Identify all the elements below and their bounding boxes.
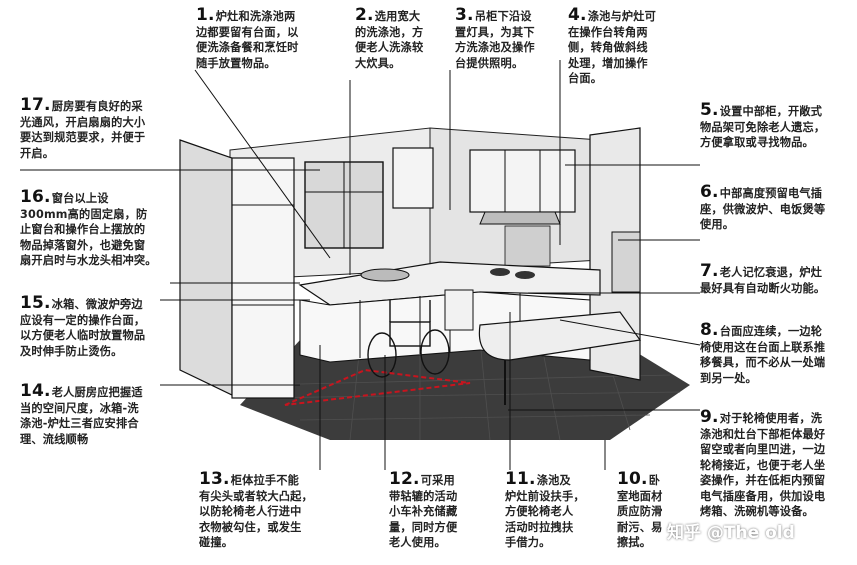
note-15: 15.冰箱、微波炉旁边 应设有一定的操作台面， 以方便老人临时放置物品 及时伸手… <box>20 293 146 358</box>
leader-lines <box>20 60 701 470</box>
work-triangle <box>284 368 471 406</box>
extended-table <box>478 311 642 361</box>
floor-tiles <box>249 332 681 441</box>
left-tall-cabinet <box>179 139 233 396</box>
rolling-cart <box>444 289 474 331</box>
note-1: 1.炉灶和洗涤池两 边都要留有台面，以 便洗涤备餐和烹饪时 随手放置物品。 <box>196 5 299 70</box>
note-9: 9.对于轮椅使用者，洗 涤池和灶台下部柜体最好 留空或者向里凹进，一边 轮椅接近… <box>700 407 826 519</box>
upper-cabinet-left <box>392 147 434 209</box>
note-4: 4.涤池与炉灶可 在操作台转角两 侧，转角做斜线 处理，增加操作 台面。 <box>568 5 657 86</box>
stove-burner-right <box>515 271 535 279</box>
note-2: 2.选用宽大 的洗涤池，方 便老人洗涤较 大炊具。 <box>355 5 424 70</box>
note-5: 5.设置中部柜，开敞式 物品架可免除老人遗忘， 方便拿取或寻找物品。 <box>700 100 826 150</box>
note-17: 17.厨房要有良好的采 光通风，开启扇扇的大小 要达到规范要求，并便于 开启。 <box>20 95 146 160</box>
backsplash <box>504 225 551 267</box>
note-10: 10.卧 室地面材 质应防滑 耐污、易 擦拭。 <box>617 469 663 550</box>
fridge <box>231 157 295 399</box>
wheelchair <box>367 300 450 378</box>
note-13: 13.柜体拉手不能 有尖头或者较大凸起， 以防轮椅老人行进中 衣物被勾住，或发生… <box>199 469 313 550</box>
right-middle-shelf <box>611 231 641 293</box>
note-16: 16.窗台以上设 300mm高的固定扇，防 止窗台和操作台上摆放的 物品掉落窗外… <box>20 187 157 268</box>
sink <box>360 268 410 282</box>
note-3: 3.吊柜下沿设 置灯具，为其下 方洗涤池及操作 台提供照明。 <box>455 5 535 70</box>
note-14: 14.老人厨房应把握适 当的空间尺度，冰箱-洗 涤池-炉灶三者应安排合 理、流线… <box>20 381 143 446</box>
note-7: 7.老人记忆衰退，炉灶 最好具有自动断火功能。 <box>700 261 826 295</box>
watermark: 知乎 @The old <box>667 523 795 543</box>
note-11: 11.涤池及 炉灶前设扶手， 方便轮椅老人 活动时拉拽扶 手借力。 <box>505 469 585 550</box>
upper-cabinet-right <box>469 149 576 213</box>
stove-burner-left <box>490 268 510 276</box>
note-12: 12.可采用 带轱辘的活动 小车补充储藏 量，同时方便 老人使用。 <box>389 469 458 550</box>
range-hood <box>479 211 561 225</box>
note-8: 8.台面应连续，一边轮 椅使用这在台面上联系推 移餐具，而不必从一处端 到另一处… <box>700 320 826 385</box>
note-6: 6.中部高度预留电气插 座，供微波炉、电饭煲等 使用。 <box>700 182 826 232</box>
